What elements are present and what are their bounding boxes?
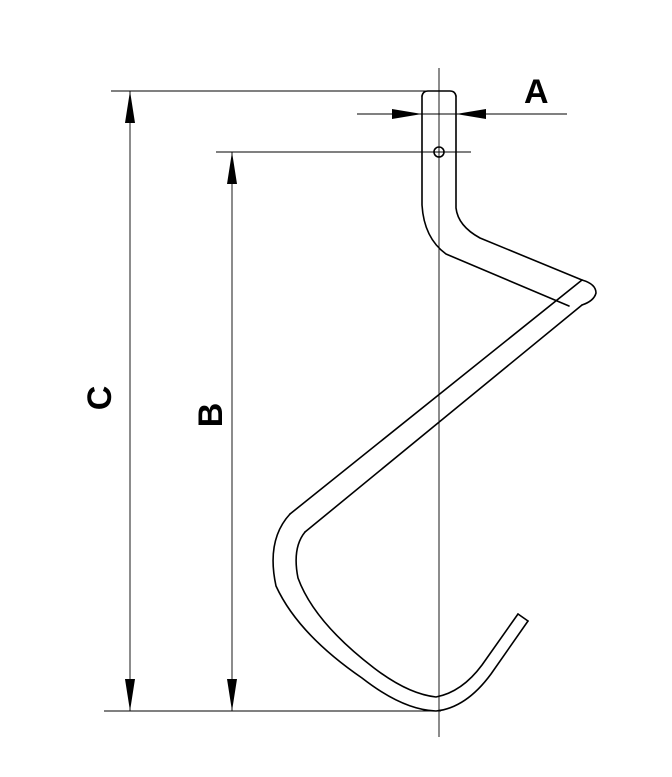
- dimension-c-arrow-bottom: [125, 679, 135, 711]
- dimension-c-label: C: [81, 386, 119, 411]
- dimension-b-arrow-top: [227, 152, 237, 184]
- elbow-cap: [581, 279, 597, 306]
- dimension-a-label: A: [524, 73, 549, 111]
- hook-outer-curve: [272, 513, 529, 712]
- dimension-c: C: [81, 91, 135, 711]
- dimension-b-arrow-bottom: [227, 679, 237, 711]
- diagonal-rod-upper-edge: [289, 279, 583, 515]
- dimension-a-arrow-right: [456, 109, 486, 119]
- dimension-b: B: [192, 152, 237, 711]
- dimension-a: A: [357, 73, 567, 119]
- dimension-c-arrow-top: [125, 91, 135, 123]
- shaft-right-edge: [455, 95, 583, 281]
- shaft-left-edge: [421, 95, 570, 307]
- hook-inner-curve: [295, 531, 519, 698]
- dimension-a-arrow-left: [392, 109, 422, 119]
- dimension-b-label: B: [192, 403, 230, 428]
- dough-hook-outline: [272, 90, 597, 712]
- hook-tip: [517, 613, 529, 622]
- diagonal-rod-lower-edge: [304, 304, 583, 533]
